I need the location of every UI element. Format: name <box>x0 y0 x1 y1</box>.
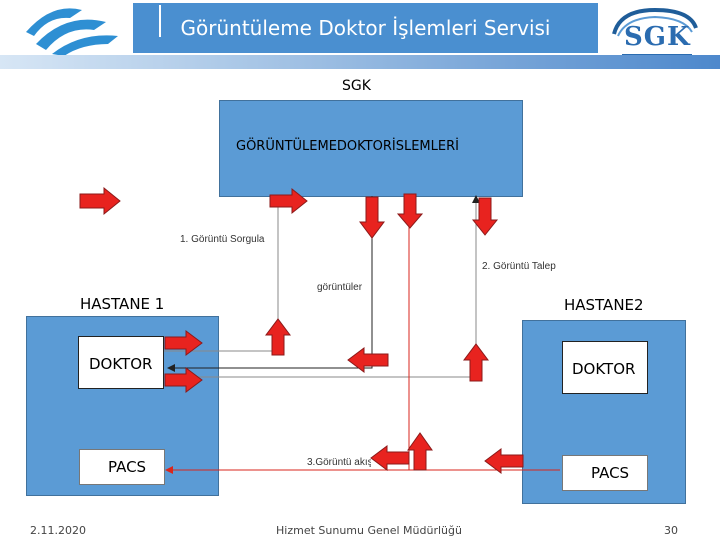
step1-label: 1. Görüntü Sorgula <box>180 234 265 245</box>
red-arrow-down-2 <box>396 193 424 229</box>
hastane1-doktor-label: DOKTOR <box>89 355 153 373</box>
header-band <box>0 55 720 69</box>
sgk-logo-text: SGK <box>624 22 691 52</box>
hastane1-pacs-label: PACS <box>108 458 147 476</box>
sgk-label: SGK <box>342 78 371 94</box>
red-arrow-right-h1-1 <box>164 330 203 356</box>
title-divider <box>159 5 161 37</box>
sgk-box <box>219 100 523 197</box>
query-line <box>164 196 279 352</box>
footer-date: 2.11.2020 <box>30 524 86 537</box>
hastane2-pacs-label: PACS <box>591 464 630 482</box>
footer-page-number: 30 <box>664 524 678 537</box>
image-flow-line <box>408 196 560 471</box>
red-arrow-left-2 <box>370 445 410 471</box>
sgk-box-text: GÖRÜNTÜLEMEDOKTORİSLEMLERİ <box>236 139 459 154</box>
red-arrow-right-h1-2 <box>164 367 203 393</box>
red-arrow-down-1 <box>359 196 385 239</box>
hastane2-doktor-label: DOKTOR <box>572 360 636 378</box>
red-arrow-down-3 <box>471 197 499 236</box>
step2-label: 2. Görüntü Talep <box>482 261 556 272</box>
red-arrow-right-legend <box>79 186 121 216</box>
hastane2-pacs: PACS <box>562 455 648 491</box>
red-arrow-left-3 <box>484 448 524 474</box>
hastane1-pacs: PACS <box>79 449 165 485</box>
red-arrow-right-sgk <box>269 187 308 215</box>
step3-label: 3.Görüntü akışı <box>307 457 371 468</box>
left-logo <box>22 2 122 56</box>
red-arrow-up-2 <box>463 343 489 382</box>
hastane2-doktor: DOKTOR <box>562 341 648 394</box>
images-line <box>167 196 373 372</box>
page-title: Görüntüleme Doktor İşlemleri Servisi <box>133 3 598 53</box>
footer-center: Hizmet Sunumu Genel Müdürlüğü <box>276 524 462 537</box>
red-arrow-up-1 <box>265 318 291 356</box>
hastane1-label: HASTANE 1 <box>80 295 165 313</box>
red-arrow-left-1 <box>347 347 389 373</box>
hastane1-doktor: DOKTOR <box>78 336 164 389</box>
hastane2-label: HASTANE2 <box>564 296 644 314</box>
red-arrow-up-3 <box>407 432 433 471</box>
images-label: görüntüler <box>317 282 363 293</box>
